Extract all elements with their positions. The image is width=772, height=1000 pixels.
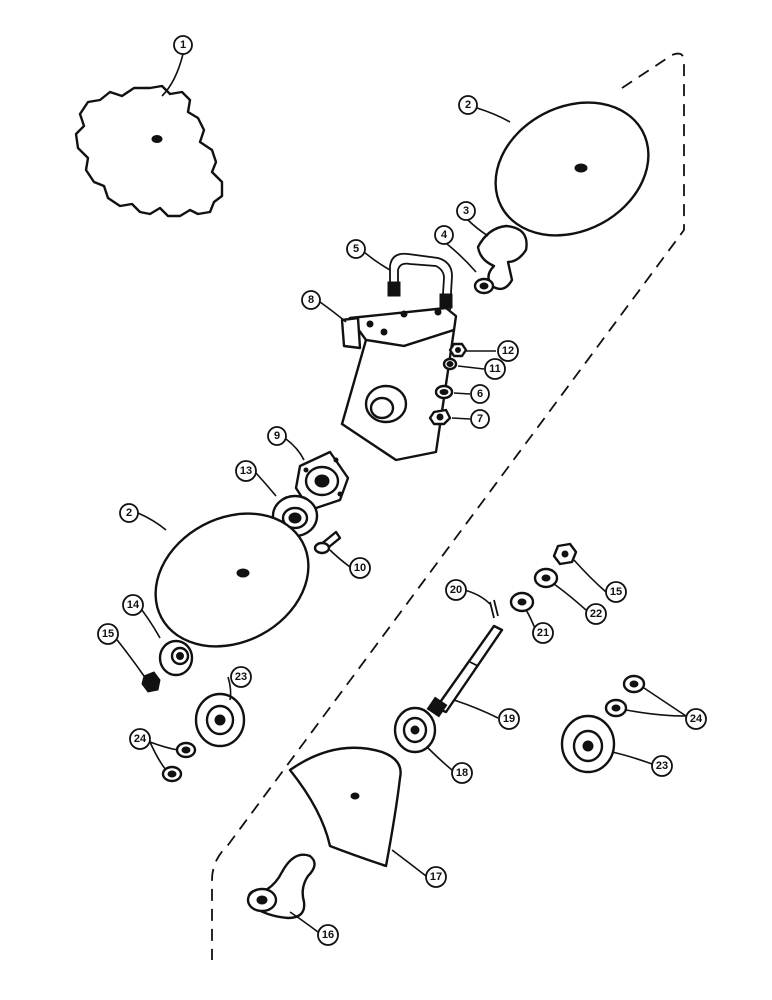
axle-shaft xyxy=(426,624,504,718)
lock-washer-11 xyxy=(442,357,458,371)
callout-11: 11 xyxy=(484,358,506,380)
callout-3: 3 xyxy=(456,201,476,221)
spacer xyxy=(158,639,194,677)
hex-nut-12 xyxy=(448,342,468,358)
leader-lines xyxy=(113,53,687,933)
callout-label: 18 xyxy=(456,767,468,779)
callout-19: 19 xyxy=(498,708,520,730)
callout-label: 12 xyxy=(502,345,514,357)
callout-label: 6 xyxy=(477,388,483,400)
callout-22: 22 xyxy=(585,603,607,625)
hex-nut-7 xyxy=(428,408,452,426)
callout-9: 9 xyxy=(267,426,287,446)
callout-label: 23 xyxy=(656,760,668,772)
callout-label: 15 xyxy=(102,628,114,640)
washers-right xyxy=(604,674,646,718)
notched-disc xyxy=(74,84,224,218)
callout-10: 10 xyxy=(349,557,371,579)
callout-label: 8 xyxy=(308,294,314,306)
callout-label: 5 xyxy=(353,243,359,255)
callout-label: 20 xyxy=(450,584,462,596)
callout-15-right: 15 xyxy=(605,581,627,603)
callout-label: 7 xyxy=(477,413,483,425)
scraper-blade xyxy=(288,746,402,868)
callout-label: 24 xyxy=(134,733,147,745)
washer-6 xyxy=(434,384,454,400)
callout-7: 7 xyxy=(470,409,490,429)
carriage-bolt xyxy=(313,530,342,555)
callout-label: 16 xyxy=(322,929,334,941)
callout-label: 2 xyxy=(465,99,471,111)
callout-label: 4 xyxy=(441,229,448,241)
bearing-flange xyxy=(294,450,350,512)
callout-label: 17 xyxy=(430,871,442,883)
washer-21 xyxy=(509,591,535,613)
callout-24-right: 24 xyxy=(685,708,707,730)
castle-nut-right xyxy=(552,542,578,566)
callout-24-left: 24 xyxy=(129,728,151,750)
callout-15-left: 15 xyxy=(97,623,119,645)
washer xyxy=(473,277,495,295)
callout-17: 17 xyxy=(425,866,447,888)
callout-label: 23 xyxy=(235,671,247,683)
callout-13: 13 xyxy=(235,460,257,482)
callout-label: 10 xyxy=(354,562,366,574)
washers-left xyxy=(161,741,197,783)
callout-label: 14 xyxy=(127,599,140,611)
assembly-boundary-dashed-line xyxy=(211,52,685,960)
plain-disc-upper xyxy=(494,101,650,237)
callout-23-right: 23 xyxy=(651,755,673,777)
callout-4: 4 xyxy=(434,225,454,245)
callout-2-upper: 2 xyxy=(458,95,478,115)
callout-5: 5 xyxy=(346,239,366,259)
callout-label: 24 xyxy=(690,713,703,725)
callout-18: 18 xyxy=(451,762,473,784)
callout-8: 8 xyxy=(301,290,321,310)
callout-1: 1 xyxy=(173,35,193,55)
callout-label: 9 xyxy=(274,430,280,442)
callout-6: 6 xyxy=(470,384,490,404)
callout-2-lower: 2 xyxy=(119,503,139,523)
callout-label: 19 xyxy=(503,713,515,725)
spool xyxy=(476,224,528,291)
callout-label: 13 xyxy=(240,465,252,477)
cup-left xyxy=(194,692,246,748)
callout-label: 11 xyxy=(489,363,501,375)
callout-label: 3 xyxy=(463,205,469,217)
callout-label: 22 xyxy=(590,608,602,620)
castle-nut-left xyxy=(141,671,161,693)
callout-23-left: 23 xyxy=(230,666,252,688)
mounting-bracket xyxy=(340,306,458,462)
cup-right xyxy=(560,714,616,774)
callout-label: 21 xyxy=(537,627,549,639)
callout-14: 14 xyxy=(122,594,144,616)
callout-label: 15 xyxy=(610,586,622,598)
callout-label: 1 xyxy=(180,39,186,51)
callout-21: 21 xyxy=(532,622,554,644)
cotter-pin xyxy=(489,599,499,619)
callout-12: 12 xyxy=(497,340,519,362)
spacer-18 xyxy=(393,706,437,754)
u-bolt xyxy=(387,252,453,311)
plain-disc-lower xyxy=(154,512,310,648)
callout-16: 16 xyxy=(317,924,339,946)
washer-22 xyxy=(533,567,559,589)
spool-lower xyxy=(246,853,316,920)
callout-20: 20 xyxy=(445,579,467,601)
callout-label: 2 xyxy=(126,507,132,519)
